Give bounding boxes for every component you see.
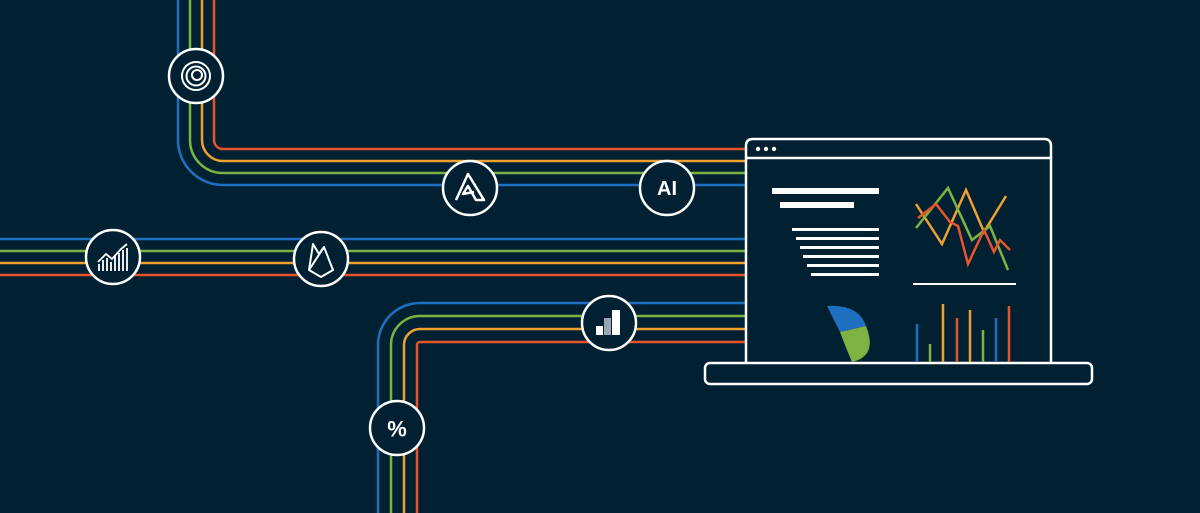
bar-chart (915, 304, 1011, 362)
bottom-pipeline (376, 301, 825, 513)
laptop-base (703, 361, 1094, 386)
line-chart-node (84, 228, 142, 286)
a-logo-icon (454, 172, 486, 202)
top-line-blue (176, 0, 760, 187)
bar-steps-node (580, 294, 638, 352)
firebase-icon (308, 243, 334, 278)
bot-line-red (415, 340, 825, 513)
line-series-green (915, 185, 1010, 271)
laptop-screen (744, 137, 1053, 362)
laptop-icon (703, 137, 1094, 386)
pie-chart (827, 305, 870, 362)
pie-slice-blue (827, 305, 866, 332)
ai-node: AI (638, 159, 696, 217)
spiral-icon (181, 61, 211, 91)
line-series-orange (914, 186, 1008, 247)
bot-line-orange (402, 327, 820, 513)
ai-icon: AI (657, 178, 677, 200)
line-chart-icon (97, 243, 128, 271)
line-series-red (917, 202, 1011, 268)
document-lines (772, 188, 879, 276)
laptop (703, 137, 1094, 386)
percent-icon: % (387, 417, 407, 442)
bar-steps-icon (596, 310, 620, 335)
percent-node: % (368, 399, 426, 457)
pie-slice-green (840, 326, 870, 362)
top-line-red (212, 0, 760, 151)
firebase-node (292, 230, 350, 288)
bot-line-green (389, 314, 815, 513)
line-chart (913, 185, 1016, 285)
spiral-node (167, 47, 225, 105)
window-dots (755, 146, 777, 152)
top-line-orange (200, 0, 760, 163)
top-pipeline (176, 0, 760, 187)
a-logo-node (441, 159, 499, 217)
bot-line-blue (376, 301, 810, 513)
top-line-green (188, 0, 760, 175)
